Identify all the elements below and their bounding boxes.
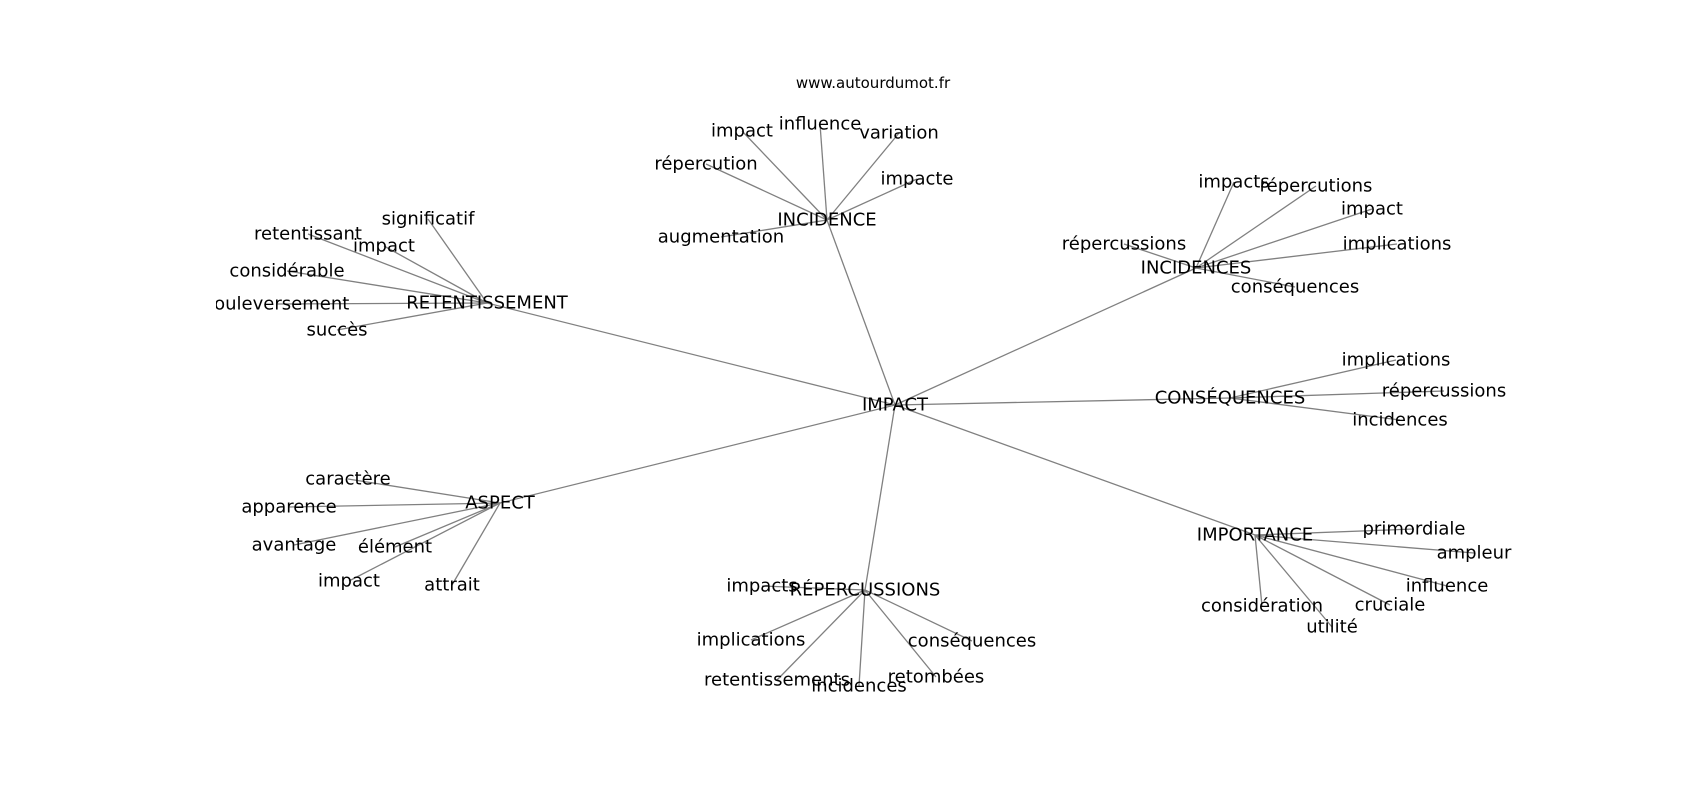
edge-incidences-repercussions: [1123, 243, 1197, 269]
leaf-word-importance-cruciale[interactable]: cruciale: [1355, 595, 1426, 616]
leaf-word-repercussions-consequences[interactable]: conséquences: [908, 631, 1036, 652]
edge-incidences-implications: [1195, 243, 1398, 269]
graph-edges: [275, 123, 1475, 687]
edge-aspect-caractere: [347, 478, 501, 504]
edge-root-incidence: [826, 219, 896, 406]
leaf-word-incidence-repercution[interactable]: répercution: [654, 154, 757, 175]
edge-root-retentissement: [486, 302, 896, 406]
edge-importance-primordiale: [1254, 528, 1415, 536]
hub-word-incidence[interactable]: INCIDENCE: [777, 210, 876, 231]
leaf-word-retentissement-retentissant[interactable]: retentissant: [254, 224, 362, 245]
edge-root-importance: [894, 404, 1256, 536]
edge-importance-influence: [1254, 534, 1448, 587]
leaf-word-aspect-caractere[interactable]: caractère: [305, 469, 390, 490]
edge-importance-utilite: [1254, 534, 1333, 628]
edge-incidence-influence: [819, 123, 828, 221]
leaf-word-incidence-influence[interactable]: influence: [779, 114, 862, 135]
edge-incidences-impact: [1195, 208, 1373, 269]
edge-aspect-attrait: [451, 502, 501, 586]
edge-incidences-consequences: [1195, 267, 1296, 288]
leaf-word-incidences-impact[interactable]: impact: [1341, 199, 1403, 220]
edge-consequences-repercussions: [1229, 390, 1445, 399]
edge-repercussions-implications: [750, 589, 866, 641]
leaf-word-importance-consideration[interactable]: considération: [1201, 596, 1323, 617]
leaf-word-retentissement-significatif[interactable]: significatif: [382, 209, 476, 230]
edge-incidence-impact: [741, 130, 828, 221]
leaf-word-incidences-implications[interactable]: implications: [1343, 234, 1452, 255]
leaf-word-repercussions-impacts[interactable]: impacts: [726, 576, 797, 597]
edge-importance-consideration: [1254, 534, 1263, 607]
edge-incidence-repercution: [705, 163, 828, 221]
edge-retentissement-significatif: [427, 218, 488, 304]
leaf-word-consequences-incidences[interactable]: incidences: [1352, 410, 1448, 431]
leaf-word-repercussions-implications[interactable]: implications: [697, 630, 806, 651]
leaf-word-incidences-consequences[interactable]: conséquences: [1231, 277, 1359, 298]
leaf-word-repercussions-retentissements[interactable]: retentissements: [704, 670, 850, 691]
leaf-word-importance-utilite[interactable]: utilité: [1306, 617, 1358, 638]
hub-word-importance[interactable]: IMPORTANCE: [1197, 525, 1313, 546]
edge-incidences-repercutions: [1195, 185, 1317, 269]
leaf-word-aspect-apparence[interactable]: apparence: [241, 497, 336, 518]
edge-repercussions-consequences: [864, 589, 973, 642]
edge-retentissement-impact: [383, 245, 488, 304]
hub-word-consequences[interactable]: CONSÉQUENCES: [1155, 387, 1306, 409]
leaf-word-importance-influence[interactable]: influence: [1406, 576, 1489, 597]
leaf-word-aspect-element[interactable]: élément: [358, 537, 432, 558]
edge-repercussions-retombees: [864, 589, 937, 678]
hub-word-aspect[interactable]: ASPECT: [465, 493, 536, 514]
leaf-word-incidence-augmentation[interactable]: augmentation: [658, 227, 784, 248]
edge-root-aspect: [499, 404, 896, 504]
edge-importance-ampleur: [1254, 534, 1475, 554]
edge-importance-cruciale: [1254, 534, 1391, 606]
edge-incidence-variation: [826, 132, 900, 221]
leaf-word-aspect-attrait[interactable]: attrait: [424, 575, 480, 596]
leaf-word-retentissement-considerable[interactable]: considérable: [229, 261, 344, 282]
leaf-word-incidence-impacte[interactable]: impacte: [880, 169, 953, 190]
watermark: www.autourdumot.fr: [796, 74, 951, 92]
edge-consequences-implications: [1229, 359, 1397, 399]
edge-consequences-incidences: [1229, 397, 1401, 421]
leaf-word-consequences-repercussions[interactable]: répercussions: [1382, 381, 1506, 402]
leaf-word-incidences-repercutions[interactable]: répercutions: [1260, 176, 1373, 197]
leaf-word-aspect-impact[interactable]: impact: [318, 571, 380, 592]
edge-retentissement-considerable: [286, 270, 488, 304]
hub-word-retentissement[interactable]: RETENTISSEMENT: [406, 293, 569, 314]
hub-word-incidences[interactable]: INCIDENCES: [1141, 258, 1252, 279]
edge-aspect-impact: [348, 502, 501, 582]
leaf-word-incidences-impacts[interactable]: impacts: [1198, 172, 1269, 193]
edge-root-repercussions: [864, 404, 896, 591]
edge-repercussions-impacts: [761, 585, 866, 591]
edge-retentissement-retentissant: [307, 233, 488, 304]
edge-repercussions-incidences: [858, 589, 866, 687]
edge-retentissement-bouleversement: [275, 302, 488, 305]
leaf-word-retentissement-bouleversement[interactable]: bouleversement: [203, 294, 350, 315]
leaf-word-importance-primordiale[interactable]: primordiale: [1363, 519, 1466, 540]
leaf-word-incidence-impact[interactable]: impact: [711, 121, 773, 142]
edge-incidence-augmentation: [720, 219, 828, 238]
hub-word-repercussions[interactable]: RÉPERCUSSIONS: [790, 579, 941, 601]
leaf-word-importance-ampleur[interactable]: ampleur: [1437, 543, 1512, 564]
leaf-word-incidence-variation[interactable]: variation: [859, 123, 939, 144]
edge-incidences-impacts: [1195, 181, 1235, 269]
leaf-word-aspect-avantage[interactable]: avantage: [252, 535, 337, 556]
leaf-word-consequences-implications[interactable]: implications: [1342, 350, 1451, 371]
edge-root-incidences: [894, 267, 1197, 406]
leaf-word-repercussions-incidences[interactable]: incidences: [811, 676, 907, 697]
leaf-word-retentissement-succes[interactable]: succès: [306, 320, 367, 341]
edge-incidence-impacte: [826, 178, 918, 221]
leaf-word-retentissement-impact[interactable]: impact: [353, 236, 415, 257]
leaf-word-repercussions-retombees[interactable]: retombées: [888, 667, 985, 688]
edge-retentissement-succes: [336, 302, 488, 331]
edge-aspect-avantage: [293, 502, 501, 546]
root-word[interactable]: IMPACT: [862, 395, 929, 416]
edge-repercussions-retentissements: [776, 589, 866, 681]
leaf-word-incidences-repercussions[interactable]: répercussions: [1062, 234, 1186, 255]
edge-aspect-apparence: [288, 502, 501, 508]
edge-root-consequences: [894, 397, 1231, 406]
edge-aspect-element: [394, 502, 501, 548]
